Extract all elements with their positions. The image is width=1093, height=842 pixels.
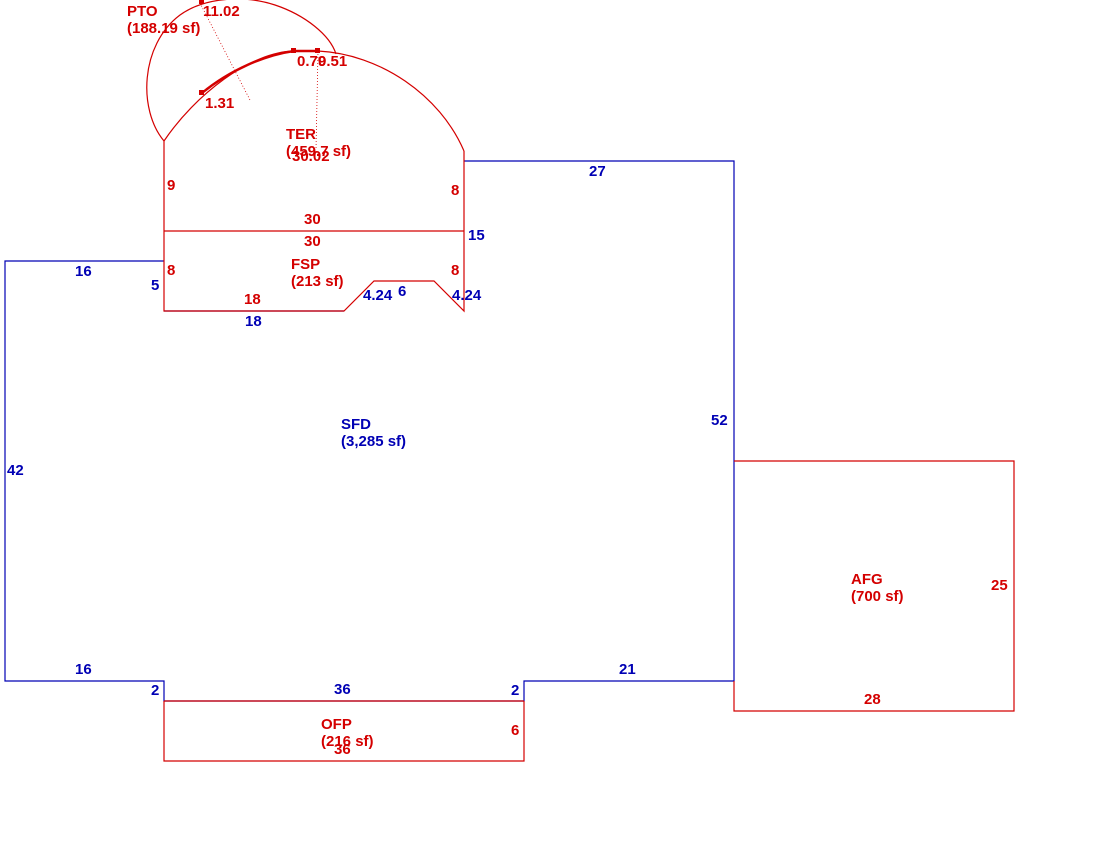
ofp-area: (216 sf) [321, 733, 374, 750]
dimension-label: 8 [451, 182, 460, 199]
pto-label: PTO (188.19 sf) [127, 3, 200, 37]
dimension-label: 0.79 [297, 53, 327, 70]
fsp-area: (213 sf) [291, 273, 344, 290]
ofp-outline [163, 701, 525, 762]
dimension-label: 30 [304, 211, 321, 228]
ter-label: TER (459.7 sf) [286, 126, 351, 160]
pto-area: (188.19 sf) [127, 20, 201, 37]
dimension-label: 18 [245, 313, 262, 330]
dimension-label: 21 [619, 661, 636, 678]
pto-vertex-marker [199, 0, 204, 4]
ofp-label: OFP (216 sf) [321, 716, 374, 750]
pto-vertex-marker [199, 90, 204, 95]
afg-label: AFG (700 sf) [851, 571, 904, 605]
dimension-label: 1.31 [205, 95, 235, 112]
dimension-label: 6 [398, 283, 407, 300]
dimension-label: 8 [451, 262, 460, 279]
ter-vertex-marker [291, 48, 296, 53]
dimension-label: 15 [468, 227, 485, 244]
fsp-label: FSP (213 sf) [291, 256, 344, 290]
dimension-label: 52 [711, 412, 728, 429]
dimension-label: 27 [589, 163, 606, 180]
fsp-code: FSP [291, 256, 321, 273]
pto-arc [146, 0, 337, 142]
dimension-label: 0.51 [318, 53, 348, 70]
sfd-label: SFD (3,285 sf) [341, 416, 406, 450]
dimension-label: 30.02 [292, 148, 330, 165]
dimension-label: 5 [151, 277, 160, 294]
dimension-label: 9 [167, 177, 176, 194]
dimension-label: 11.02 [203, 3, 240, 20]
dimension-label: 8 [167, 262, 176, 279]
dimension-label: 18 [244, 291, 261, 308]
afg-outline [733, 460, 1015, 712]
dimension-label: 36 [334, 681, 351, 698]
dimension-label: 2 [151, 682, 160, 699]
sfd-area: (3,285 sf) [341, 433, 407, 450]
dimension-label: 36 [334, 741, 351, 758]
dimension-label: 4.24 [363, 287, 393, 304]
dimension-label: 2 [511, 682, 520, 699]
dimension-label: 30 [304, 233, 321, 250]
ofp-code: OFP [321, 716, 352, 733]
dimension-label: 28 [864, 691, 881, 708]
dimension-label: 42 [7, 462, 24, 479]
fsp-outline [163, 231, 465, 313]
pto-code: PTO [127, 3, 158, 20]
dimension-label: 6 [511, 722, 520, 739]
ter-vertex-marker [315, 48, 320, 53]
afg-area: (700 sf) [851, 588, 904, 605]
dimension-label: 16 [75, 661, 92, 678]
afg-code: AFG [851, 571, 883, 588]
dimension-label: 25 [991, 577, 1008, 594]
dimension-label: 16 [75, 263, 92, 280]
pto-dotted-guide [199, 2, 251, 101]
ter-code: TER [286, 126, 316, 143]
sfd-code: SFD [341, 416, 371, 433]
ter-area: (459.7 sf) [286, 143, 352, 160]
dimension-label: 4.24 [452, 287, 482, 304]
